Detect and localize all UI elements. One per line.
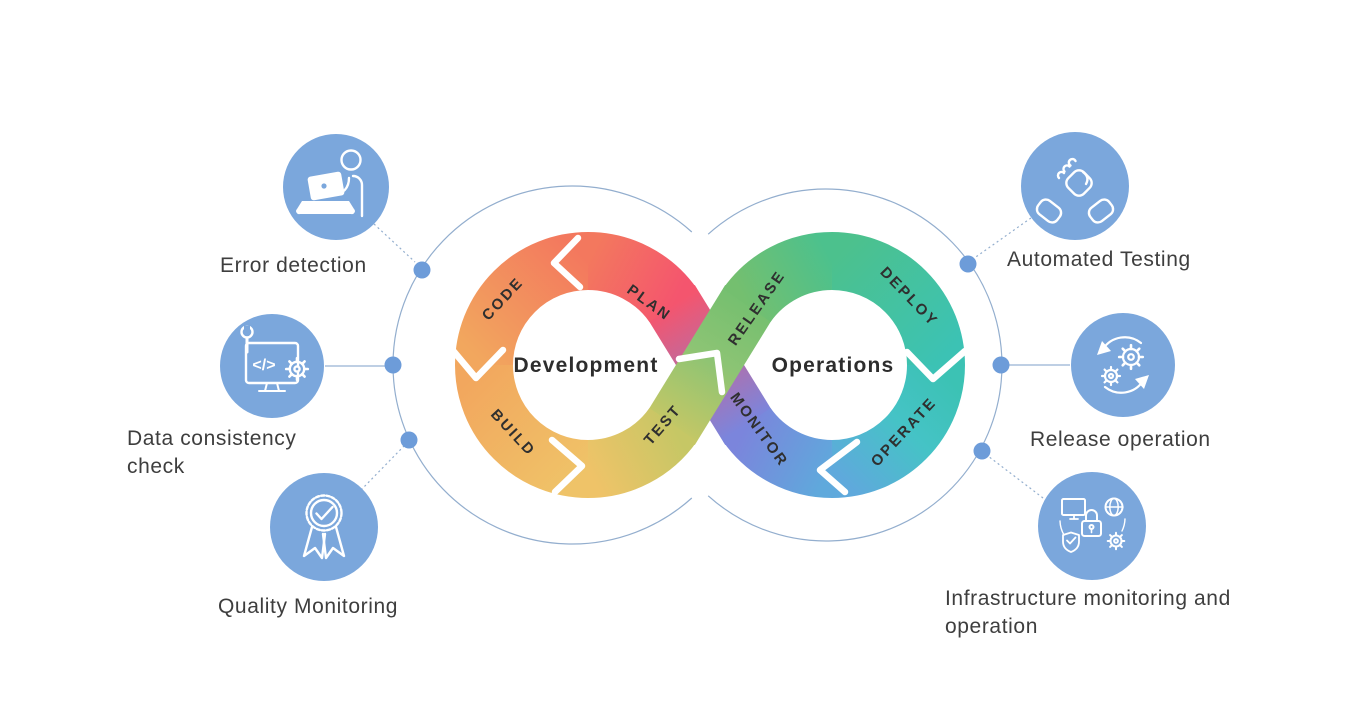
infinity-loop <box>455 232 965 498</box>
chevron-bottom-left-loop <box>548 436 586 496</box>
person-laptop-icon <box>296 149 364 218</box>
development-label: Development <box>513 354 659 377</box>
handshake-icon <box>1035 157 1115 224</box>
arc-code <box>455 232 589 366</box>
code-monitor-icon: </> <box>240 325 310 392</box>
chevron-bottom-right-loop <box>816 438 861 496</box>
dot-error <box>413 261 431 279</box>
arc-release <box>723 232 834 323</box>
dot-quality <box>400 431 418 449</box>
arc-deploy <box>831 232 965 366</box>
arc-plan <box>586 232 697 323</box>
chevron-top-left-loop <box>550 234 584 291</box>
circle-automated <box>1021 132 1129 240</box>
code-glyph: </> <box>252 357 275 374</box>
dot-data <box>384 356 402 374</box>
operations-label: Operations <box>771 354 895 377</box>
release-operation-label: Release operation <box>1030 428 1211 451</box>
band-test-release <box>645 284 775 446</box>
connector-error-detection <box>373 223 416 263</box>
gears-cycle-icon <box>1097 336 1149 394</box>
connector-automated <box>972 217 1032 260</box>
connector-infrastructure <box>987 455 1048 502</box>
chevron-left-side <box>446 343 507 382</box>
quality-monitoring-label: Quality Monitoring <box>218 595 399 618</box>
dot-infra <box>973 442 991 460</box>
connector-quality <box>360 445 405 491</box>
chevron-right-side <box>903 347 969 383</box>
data-consistency-label: Data consistency check <box>127 427 297 478</box>
dot-automated <box>959 255 977 273</box>
arc-test <box>586 407 697 498</box>
infrastructure-label: Infrastructure monitoring and operation <box>945 587 1231 638</box>
connector-lines <box>325 217 1070 502</box>
quality-badge-icon <box>302 494 346 560</box>
flow-chevrons <box>446 234 969 496</box>
arc-operate <box>831 364 965 498</box>
error-detection-label: Error detection <box>220 254 367 277</box>
arc-build <box>455 364 589 498</box>
automated-testing-label: Automated Testing <box>1007 248 1191 271</box>
chevron-center <box>675 349 726 396</box>
anchor-dots <box>384 255 1010 460</box>
infrastructure-icon <box>1059 497 1126 553</box>
dot-release <box>992 356 1010 374</box>
